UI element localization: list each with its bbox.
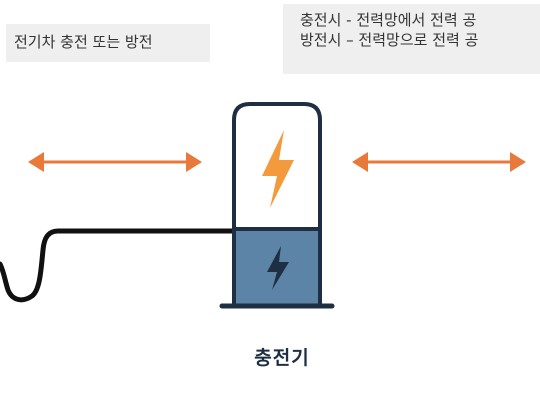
lightning-bolt-icon — [262, 130, 294, 208]
lightning-bolt-icon — [267, 246, 289, 290]
info-line-discharging: 방전시 – 전력망으로 전력 공 — [300, 31, 479, 49]
right-bidirectional-arrow — [352, 152, 526, 172]
charger-label: 충전기 — [254, 347, 310, 369]
diagram-title: 전기차 충전 또는 방전 — [14, 33, 153, 51]
charger-body-outline — [232, 102, 322, 308]
info-line-charging: 충전시 - 전력망에서 전력 공 — [300, 11, 477, 29]
info-box: 충전시 - 전력망에서 전력 공 방전시 – 전력망으로 전력 공 — [283, 4, 540, 74]
diagram-title-box: 전기차 충전 또는 방전 — [6, 24, 210, 62]
left-bidirectional-arrow — [28, 152, 202, 172]
charger-station — [219, 102, 335, 309]
charging-cable — [0, 228, 237, 303]
